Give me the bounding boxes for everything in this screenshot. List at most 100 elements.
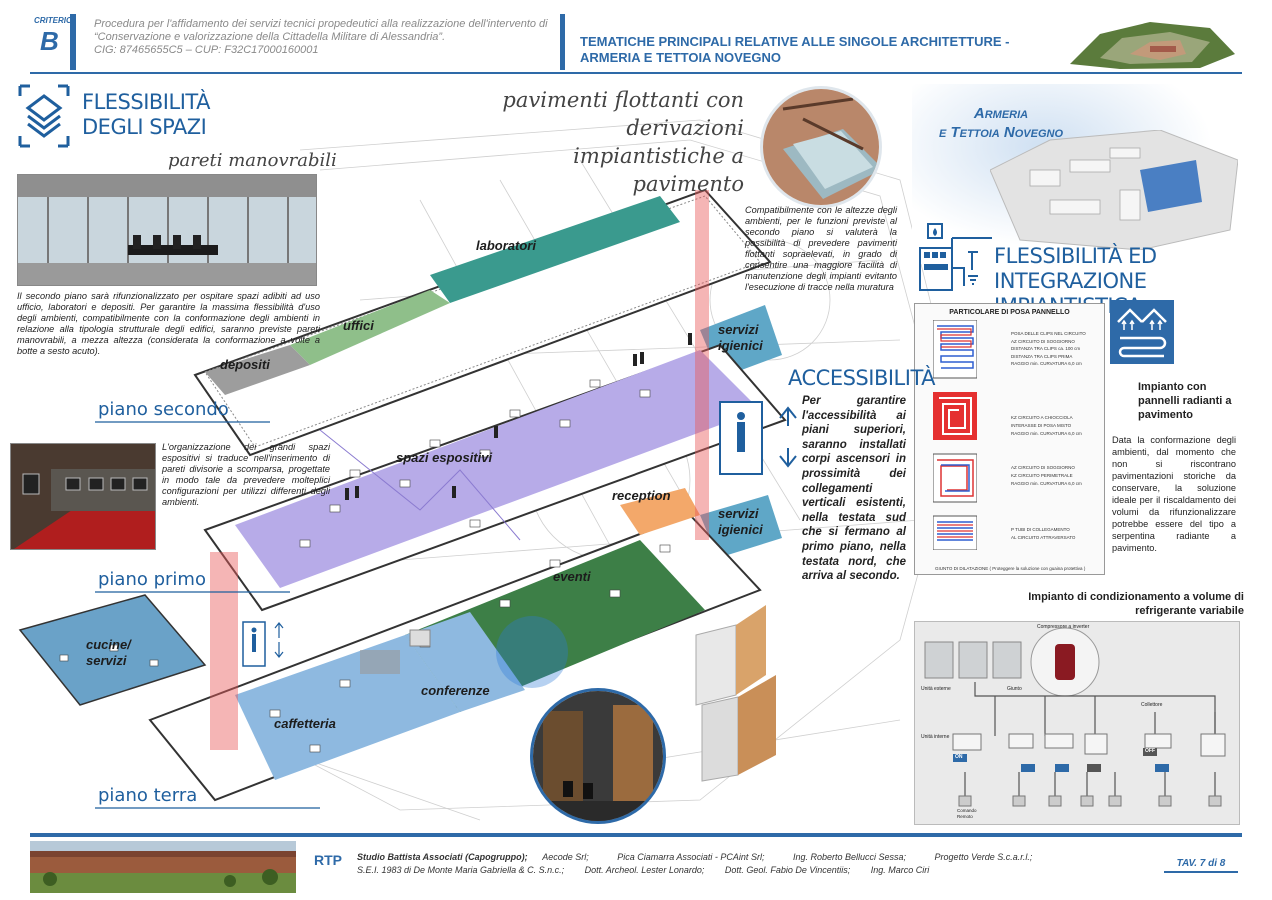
page-title-line-1: TEMATICHE PRINCIPALI RELATIVE ALLE SINGO… [580,34,1010,49]
vrf-label-comando: Comando Remoto [957,808,977,819]
vrf-off-badge: OFF [1145,748,1155,754]
floor-label-underlines [95,421,320,809]
pannello-row-4-line-1: P TUBI DI COLLEGAMENTO [1011,527,1070,532]
isometric-floors-diagram [18,119,961,821]
room-uffici: uffici [343,318,374,333]
room-conferenze: conferenze [421,683,490,698]
pannello-row-2-line-1: KZ CIRCUITO A CHIOCCIOLA [1011,415,1073,420]
room-cucine-servizi: cucine/ servizi [86,637,131,668]
pannello-row-1: POSA DELLE CLIPS NEL CIRCUITO AZ CIRCUIT… [1011,330,1103,368]
radiant-text: Data la conformazione degli ambienti, da… [1112,435,1236,553]
vrf-diagram: Compressore a inverter Unità esterne Giu… [914,621,1240,825]
room-eventi: eventi [553,569,591,584]
radiant-title: Impianto con pannelli radianti a pavimen… [1138,381,1232,421]
pannello-row-2-line-2: INTERASSE DI POSA MISTO [1011,423,1072,428]
vrf-label-giunto: Giunto [1007,686,1022,692]
sliding-doors-illustration [676,585,804,785]
pannello-row-2-line-3: RAGGIO min. CURVATURA 6,0 cm [1011,431,1082,436]
pareti-subtitle: pareti manovrabili [168,150,337,171]
floor-label-terra: piano terra [98,785,198,806]
skylights [59,379,671,753]
floating-floor-photo [760,86,882,208]
footer-partner-3: Ing. Roberto Bellucci Sessa; [792,852,907,862]
pannello-footnote: GIUNTO DI DILATAZIONE ( Proteggere la so… [935,566,1086,571]
vrf-schematic [924,627,1226,807]
flex-spaces-title: FLESSIBILITÀ DEGLI SPAZI [82,90,210,140]
room-spazi-espositivi: spazi espositivi [396,450,493,465]
pannello-title: PARTICOLARE DI POSA PANNELLO [949,309,1070,316]
page-title: TEMATICHE PRINCIPALI RELATIVE ALLE SINGO… [580,34,1050,66]
flex-spaces-text: Il secondo piano sarà rifunzionalizzato … [17,291,320,356]
pavimenti-title-line-1: pavimenti flottanti con derivazioni [502,88,744,140]
footer-partner-7: Dott. Geol. Fabio De Vincentiis; [724,865,851,875]
exhibition-photo [10,443,156,550]
flex-spaces-title-line-2: DEGLI SPAZI [82,115,207,139]
meeting-room-photo [17,174,317,286]
vrf-on-badge: ON [955,754,963,760]
room-reception: reception [612,488,671,503]
accessibility-text: Per garantire l'accessibilità ai piani s… [802,395,906,583]
criterio-label: CRITERIO [34,16,73,25]
procedure-line-2: “Conservazione e valorizzazione della Ci… [94,31,446,43]
armeria-label-line-2: e Tettoia Novegno [938,124,1064,141]
footer-partner-4: Progetto Verde S.c.a.r.l.; [934,852,1033,862]
footer-capogruppo: Studio Battista Associati (Capogruppo); [357,852,528,862]
accessibility-title: ACCESSIBILITÀ [788,366,936,390]
expo-text: L'organizzazione dei grandi spazi esposi… [162,442,330,507]
pannello-row-1-line-4: DISTANZA TRA CLIPS PRIMA [1011,353,1073,359]
elevator-shaft-south [210,552,238,750]
header-divider-2 [560,14,565,70]
tav-number: TAV. 7 di 8 [1164,858,1238,873]
footer-partner-8: Ing. Marco Ciri [870,865,930,875]
flex-plant-title: FLESSIBILITÀ ED INTEGRAZIONE IMPIANTISTI… [994,244,1272,319]
pannello-row-1-line-5: RAGGIO min. CURVATURA 6,0 cm [1011,361,1082,366]
rtp-label: RTP [314,852,342,868]
floor-label-secondo: piano secondo [98,399,229,420]
procedure-line-1: Procedura per l'affidamento dei servizi … [94,18,548,30]
footer-partner-5: S.E.I. 1983 di De Monte Maria Gabriella … [357,865,565,875]
cittadella-photo [30,841,296,893]
criterio-letter: B [40,26,59,56]
room-depositi: depositi [220,357,270,372]
radiant-floor-icon [1110,300,1174,364]
vrf-label-interne: Unità interne [921,734,950,740]
flex-plant-title-line-1: FLESSIBILITÀ ED [994,244,1157,268]
plant-system-icon [919,223,992,291]
room-caffetteria: caffetteria [274,716,336,731]
footer-rule [30,833,1242,837]
pannello-row-1-line-3: DISTANZA TRA CLIPS ca. 100 cm [1011,346,1081,351]
pannello-row-4: P TUBI DI COLLEGAMENTO AL CIRCUITO ATTRA… [1011,526,1103,542]
vrf-title-line-1: Impianto di condizionamento a volume di [1028,591,1244,603]
floor-label-primo: piano primo [98,569,206,590]
pannello-detail-box: PARTICOLARE DI POSA PANNELLO POSA DELLE … [914,303,1105,575]
room-servizi-igienici-2: servizi igienici [718,322,763,353]
footer-partner-1: Aecode Srl; [542,852,589,862]
footer-partner-2: Pica Ciamarra Associati - PCAint Srl; [617,852,765,862]
armeria-label-line-1: Armeria [973,105,1029,122]
procedure-text: Procedura per l'affidamento dei servizi … [94,18,554,57]
pannello-diagrams [933,320,977,550]
fortress-aerial-image [1060,14,1240,70]
footer-partner-6: Dott. Archeol. Lester Lonardo; [584,865,705,875]
room-servizi-igienici-1: servizi igienici [718,506,763,537]
floor-primo [203,343,787,612]
vrf-label-compressore: Compressore a inverter [1037,624,1090,630]
elevator-shaft-north [695,190,709,540]
flexibility-spaces-icon [18,84,70,148]
pannello-row-4-line-2: AL CIRCUITO ATTRAVERSATO [1011,535,1076,540]
elevator-icon-small [242,621,284,667]
conference-chairs [360,629,431,674]
footer-line-1: Studio Battista Associati (Capogruppo); … [357,852,1157,862]
pannello-row-3-line-3: RAGGIO min. CURVATURA 6,0 cm [1011,481,1082,486]
header-rule [30,72,1242,74]
conference-room-photo [530,688,666,824]
elevator-icon [719,401,797,475]
room-laboratori: laboratori [476,238,536,253]
pavimenti-title: pavimenti flottanti con derivazioni impi… [466,86,744,198]
header-divider [70,14,76,70]
pannello-row-1-line-1: POSA DELLE CLIPS NEL CIRCUITO [1011,331,1086,336]
footer-line-2: S.E.I. 1983 di De Monte Maria Gabriella … [357,865,1157,875]
vrf-label-collettore: Collettore [1141,702,1163,708]
people-figures [345,333,692,500]
procedure-line-3: CIG: 87465655C5 – CUP: F32C17000160001 [94,44,319,56]
